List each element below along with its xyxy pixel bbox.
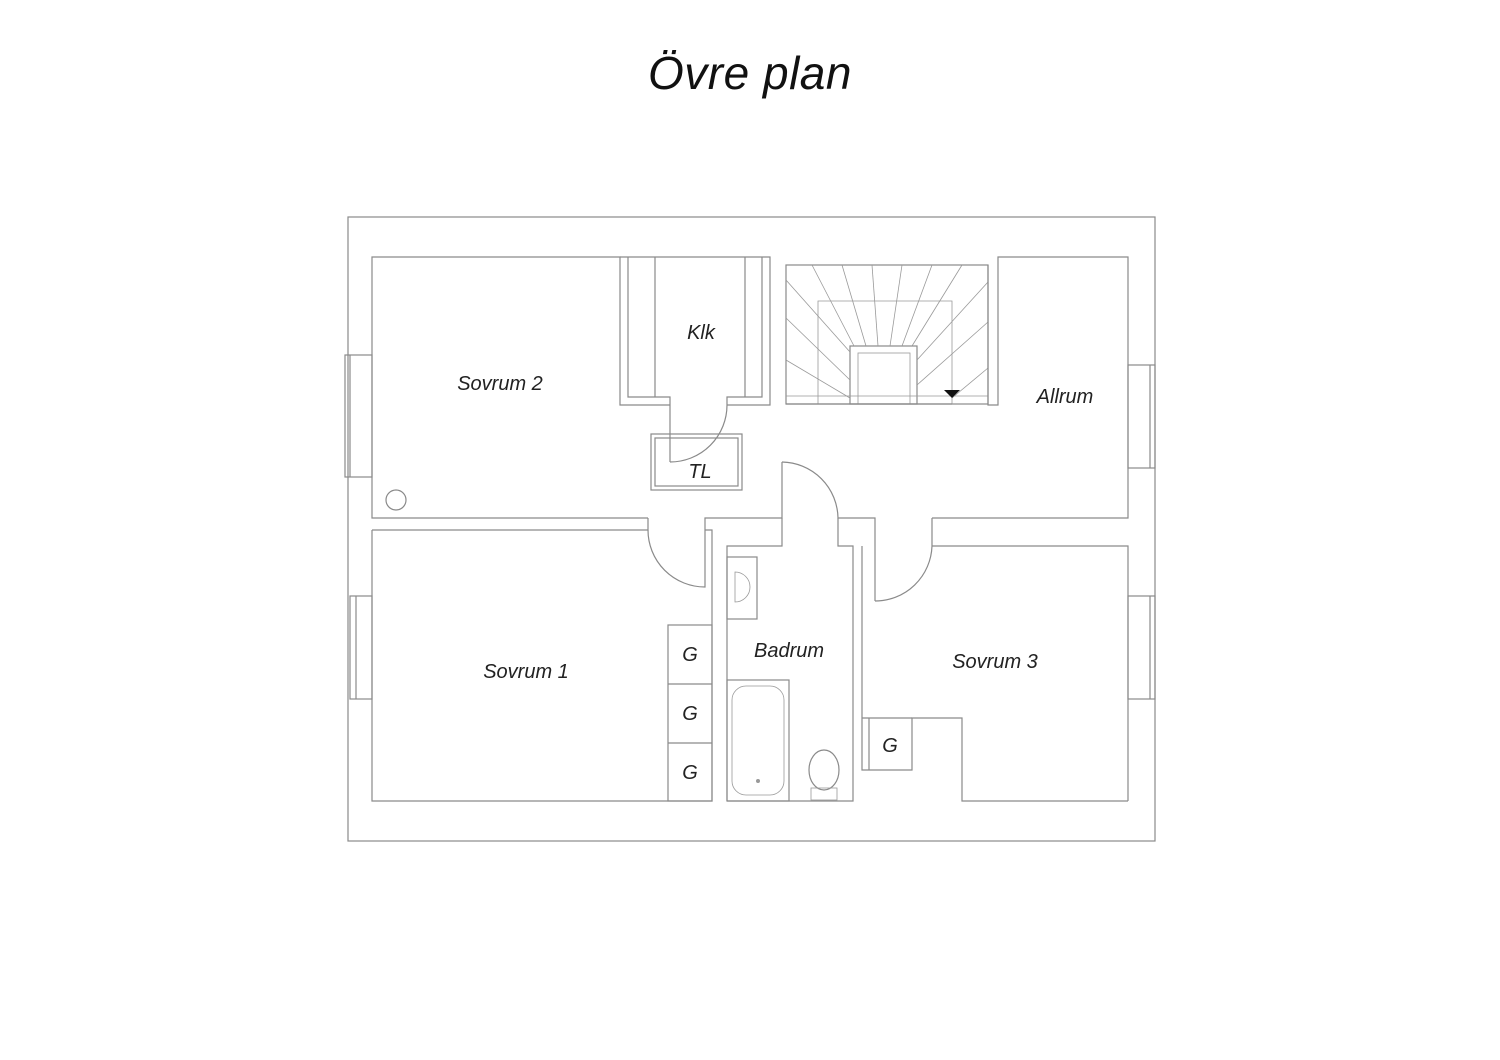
allrum-walls [932, 256, 1129, 519]
window-left-bottom [349, 595, 373, 700]
stair-tread [811, 264, 855, 347]
stair-tread [785, 317, 851, 381]
klk-door-swing [669, 404, 728, 463]
page-title: Övre plan [648, 47, 852, 99]
toilet [808, 749, 840, 791]
stair-tread [841, 264, 867, 347]
sink [726, 556, 758, 620]
klk-walls [627, 257, 671, 462]
window-right-top [1127, 364, 1156, 469]
stair-tread [871, 264, 879, 347]
stair-tread [785, 279, 851, 353]
room-label-tl: TL [688, 461, 711, 483]
stair-tread [901, 264, 933, 347]
stair-tread [889, 264, 903, 347]
sovrum2-walls [371, 256, 670, 519]
stair-tread [911, 264, 963, 347]
stair-tread [916, 321, 989, 386]
wardrobe-label: G [682, 644, 698, 666]
stair-direction-arrow-icon [944, 390, 960, 398]
staircase [785, 264, 989, 405]
room-label-klk: Klk [687, 322, 716, 344]
room-label-badrum: Badrum [754, 640, 824, 662]
badrum-door [781, 461, 876, 546]
sovrum3-walls [861, 546, 1128, 802]
room-label-sovrum3: Sovrum 3 [952, 651, 1038, 673]
room-label-sovrum2: Sovrum 2 [457, 373, 543, 395]
bathtub [726, 679, 790, 802]
stair-tread [785, 359, 851, 399]
room-label-sovrum1: Sovrum 1 [483, 661, 569, 683]
stair-tread [916, 281, 989, 361]
pipe-icon [385, 489, 407, 511]
middle-wall-left [372, 518, 649, 531]
wardrobe-label: G [682, 762, 698, 784]
window-right-bottom [1127, 595, 1156, 700]
outer-wall [347, 216, 1156, 842]
wardrobes [667, 624, 713, 802]
stair-tread [951, 367, 989, 399]
wardrobe-label: G [682, 703, 698, 725]
sovrum3-door [874, 518, 933, 602]
sovrum1-door [647, 462, 783, 588]
tl-box [650, 433, 743, 491]
window-left-top [344, 354, 373, 478]
wardrobe-label: G [882, 735, 898, 757]
room-label-allrum: Allrum [1036, 386, 1094, 408]
